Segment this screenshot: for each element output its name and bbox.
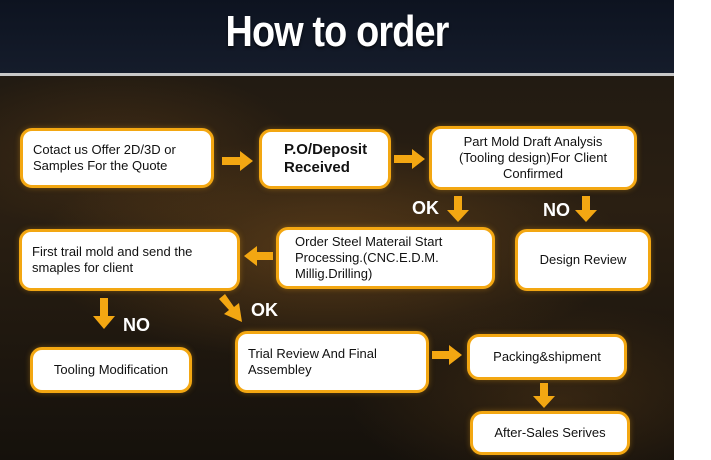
flow-arrows xyxy=(93,149,597,408)
step-tooling-box: Tooling Modification xyxy=(30,347,192,393)
step-first-trail-box: First trail mold and send the smaples fo… xyxy=(19,229,240,291)
step-first-trail-text: First trail mold and send the smaples fo… xyxy=(32,244,193,275)
step-design-review-text: Design Review xyxy=(539,252,627,267)
step-deposit-text: P.O/Deposit Received xyxy=(284,141,368,176)
step-trial-review-box: Trial Review And Final Assembley xyxy=(235,331,429,393)
step-design-review-box: Design Review xyxy=(515,229,651,291)
label-no-draft: NO xyxy=(543,200,570,220)
label-no-first-trail: NO xyxy=(123,315,150,335)
label-ok-draft: OK xyxy=(412,198,439,218)
arrow-steel-to-first-trail xyxy=(244,246,273,266)
arrow-draft-to-steel xyxy=(447,196,469,222)
arrow-first-trail-to-trial-review xyxy=(219,294,242,322)
step-after-sales-box: After-Sales Serives xyxy=(470,411,630,455)
arrow-trial-review-to-packing xyxy=(432,345,462,365)
step-draft-text: Part Mold Draft Analysis (Tooling design… xyxy=(458,134,608,181)
flowchart-canvas: How to order Cotact us Offer 2D/3D or Sa… xyxy=(0,0,674,460)
step-steel-text: Order Steel Materail Start Processing.(C… xyxy=(295,234,443,281)
arrow-packing-to-after-sales xyxy=(533,383,555,408)
step-tooling-text: Tooling Modification xyxy=(53,362,169,377)
step-draft-box: Part Mold Draft Analysis (Tooling design… xyxy=(429,126,637,190)
header-bar: How to order xyxy=(0,0,674,76)
arrow-draft-to-design-review xyxy=(575,196,597,222)
label-ok-first-trail: OK xyxy=(251,300,278,320)
step-trial-review-text: Trial Review And Final Assembley xyxy=(248,346,377,377)
step-packing-box: Packing&shipment xyxy=(467,334,627,380)
arrow-deposit-to-draft xyxy=(394,149,425,169)
step-after-sales-text: After-Sales Serives xyxy=(494,425,606,440)
step-steel-box: Order Steel Materail Start Processing.(C… xyxy=(276,227,495,289)
arrow-contact-to-deposit xyxy=(222,151,253,171)
arrow-first-trail-to-tooling xyxy=(93,298,115,329)
step-packing-text: Packing&shipment xyxy=(493,349,601,364)
step-contact-text: Cotact us Offer 2D/3D or Samples For the… xyxy=(33,142,176,173)
step-deposit-box: P.O/Deposit Received xyxy=(259,129,391,189)
step-contact-box: Cotact us Offer 2D/3D or Samples For the… xyxy=(20,128,214,188)
page-title: How to order xyxy=(225,7,449,56)
